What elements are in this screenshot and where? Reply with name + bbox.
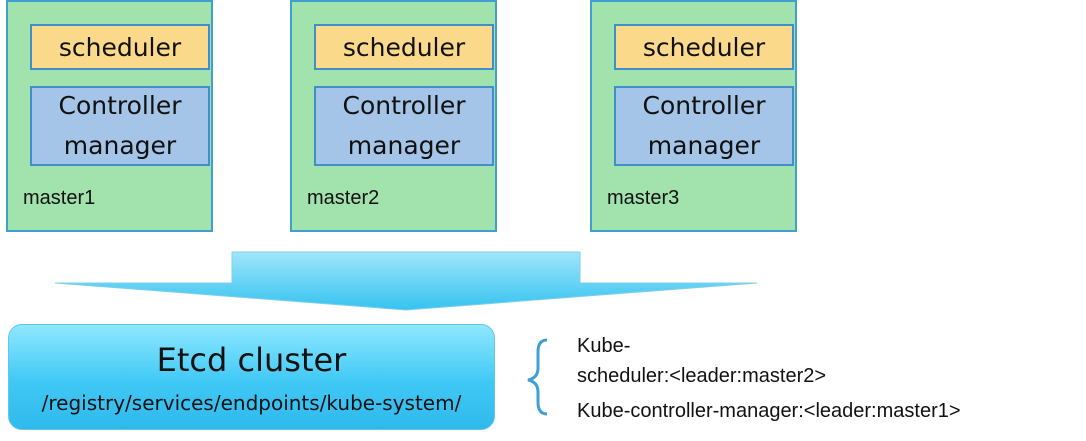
controller-line1: Controller	[58, 91, 182, 120]
controller-manager-box: Controller manager	[314, 86, 494, 166]
controller-line2: manager	[63, 131, 177, 160]
controller-manager-box: Controller manager	[614, 86, 794, 166]
master-name: master3	[607, 187, 680, 209]
etcd-title: Etcd cluster	[156, 341, 347, 379]
master-node-2: scheduler Controller manager master2	[290, 0, 497, 232]
scheduler-box: scheduler	[614, 24, 794, 70]
controller-line1: Controller	[342, 91, 466, 120]
master-node-3: scheduler Controller manager master3	[590, 0, 797, 232]
scheduler-box: scheduler	[314, 24, 494, 70]
controller-line1: Controller	[642, 91, 766, 120]
master-name: master2	[307, 187, 380, 209]
etcd-cluster-box: Etcd cluster /registry/services/endpoint…	[8, 324, 495, 430]
scheduler-box: scheduler	[30, 24, 210, 70]
leader-text-line3: Kube-controller-manager:<leader:master1>	[577, 400, 961, 422]
controller-line2: manager	[647, 131, 761, 160]
etcd-path: /registry/services/endpoints/kube-system…	[41, 391, 462, 415]
controller-manager-box: Controller manager	[30, 86, 210, 166]
master-name: master1	[23, 187, 96, 209]
master-node-1: scheduler Controller manager master1	[6, 0, 213, 232]
leader-text-line1: Kube-	[577, 335, 631, 357]
controller-line2: manager	[347, 131, 461, 160]
leader-text-line2: scheduler:<leader:master2>	[577, 365, 827, 387]
